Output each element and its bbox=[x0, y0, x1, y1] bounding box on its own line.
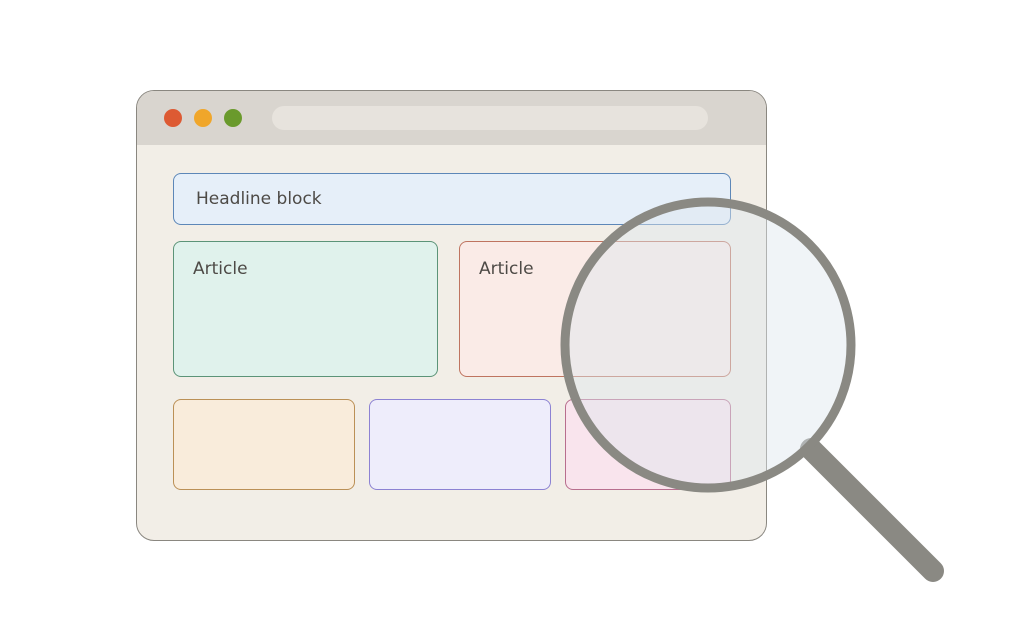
content-card-pink bbox=[565, 399, 731, 490]
article-block-left: Article bbox=[173, 241, 438, 377]
article-block-right: Article bbox=[459, 241, 731, 377]
content-card-purple bbox=[369, 399, 551, 490]
address-bar[interactable] bbox=[272, 106, 708, 130]
minimize-dot-icon[interactable] bbox=[194, 109, 212, 127]
browser-window: Headline block Article Article bbox=[136, 90, 767, 541]
title-bar bbox=[137, 91, 766, 145]
headline-label: Headline block bbox=[196, 189, 322, 209]
article-label-right: Article bbox=[479, 259, 534, 279]
magnifier-handle bbox=[800, 438, 944, 582]
maximize-dot-icon[interactable] bbox=[224, 109, 242, 127]
close-dot-icon[interactable] bbox=[164, 109, 182, 127]
content-card-orange bbox=[173, 399, 355, 490]
headline-block: Headline block bbox=[173, 173, 731, 225]
article-label-left: Article bbox=[193, 259, 248, 279]
